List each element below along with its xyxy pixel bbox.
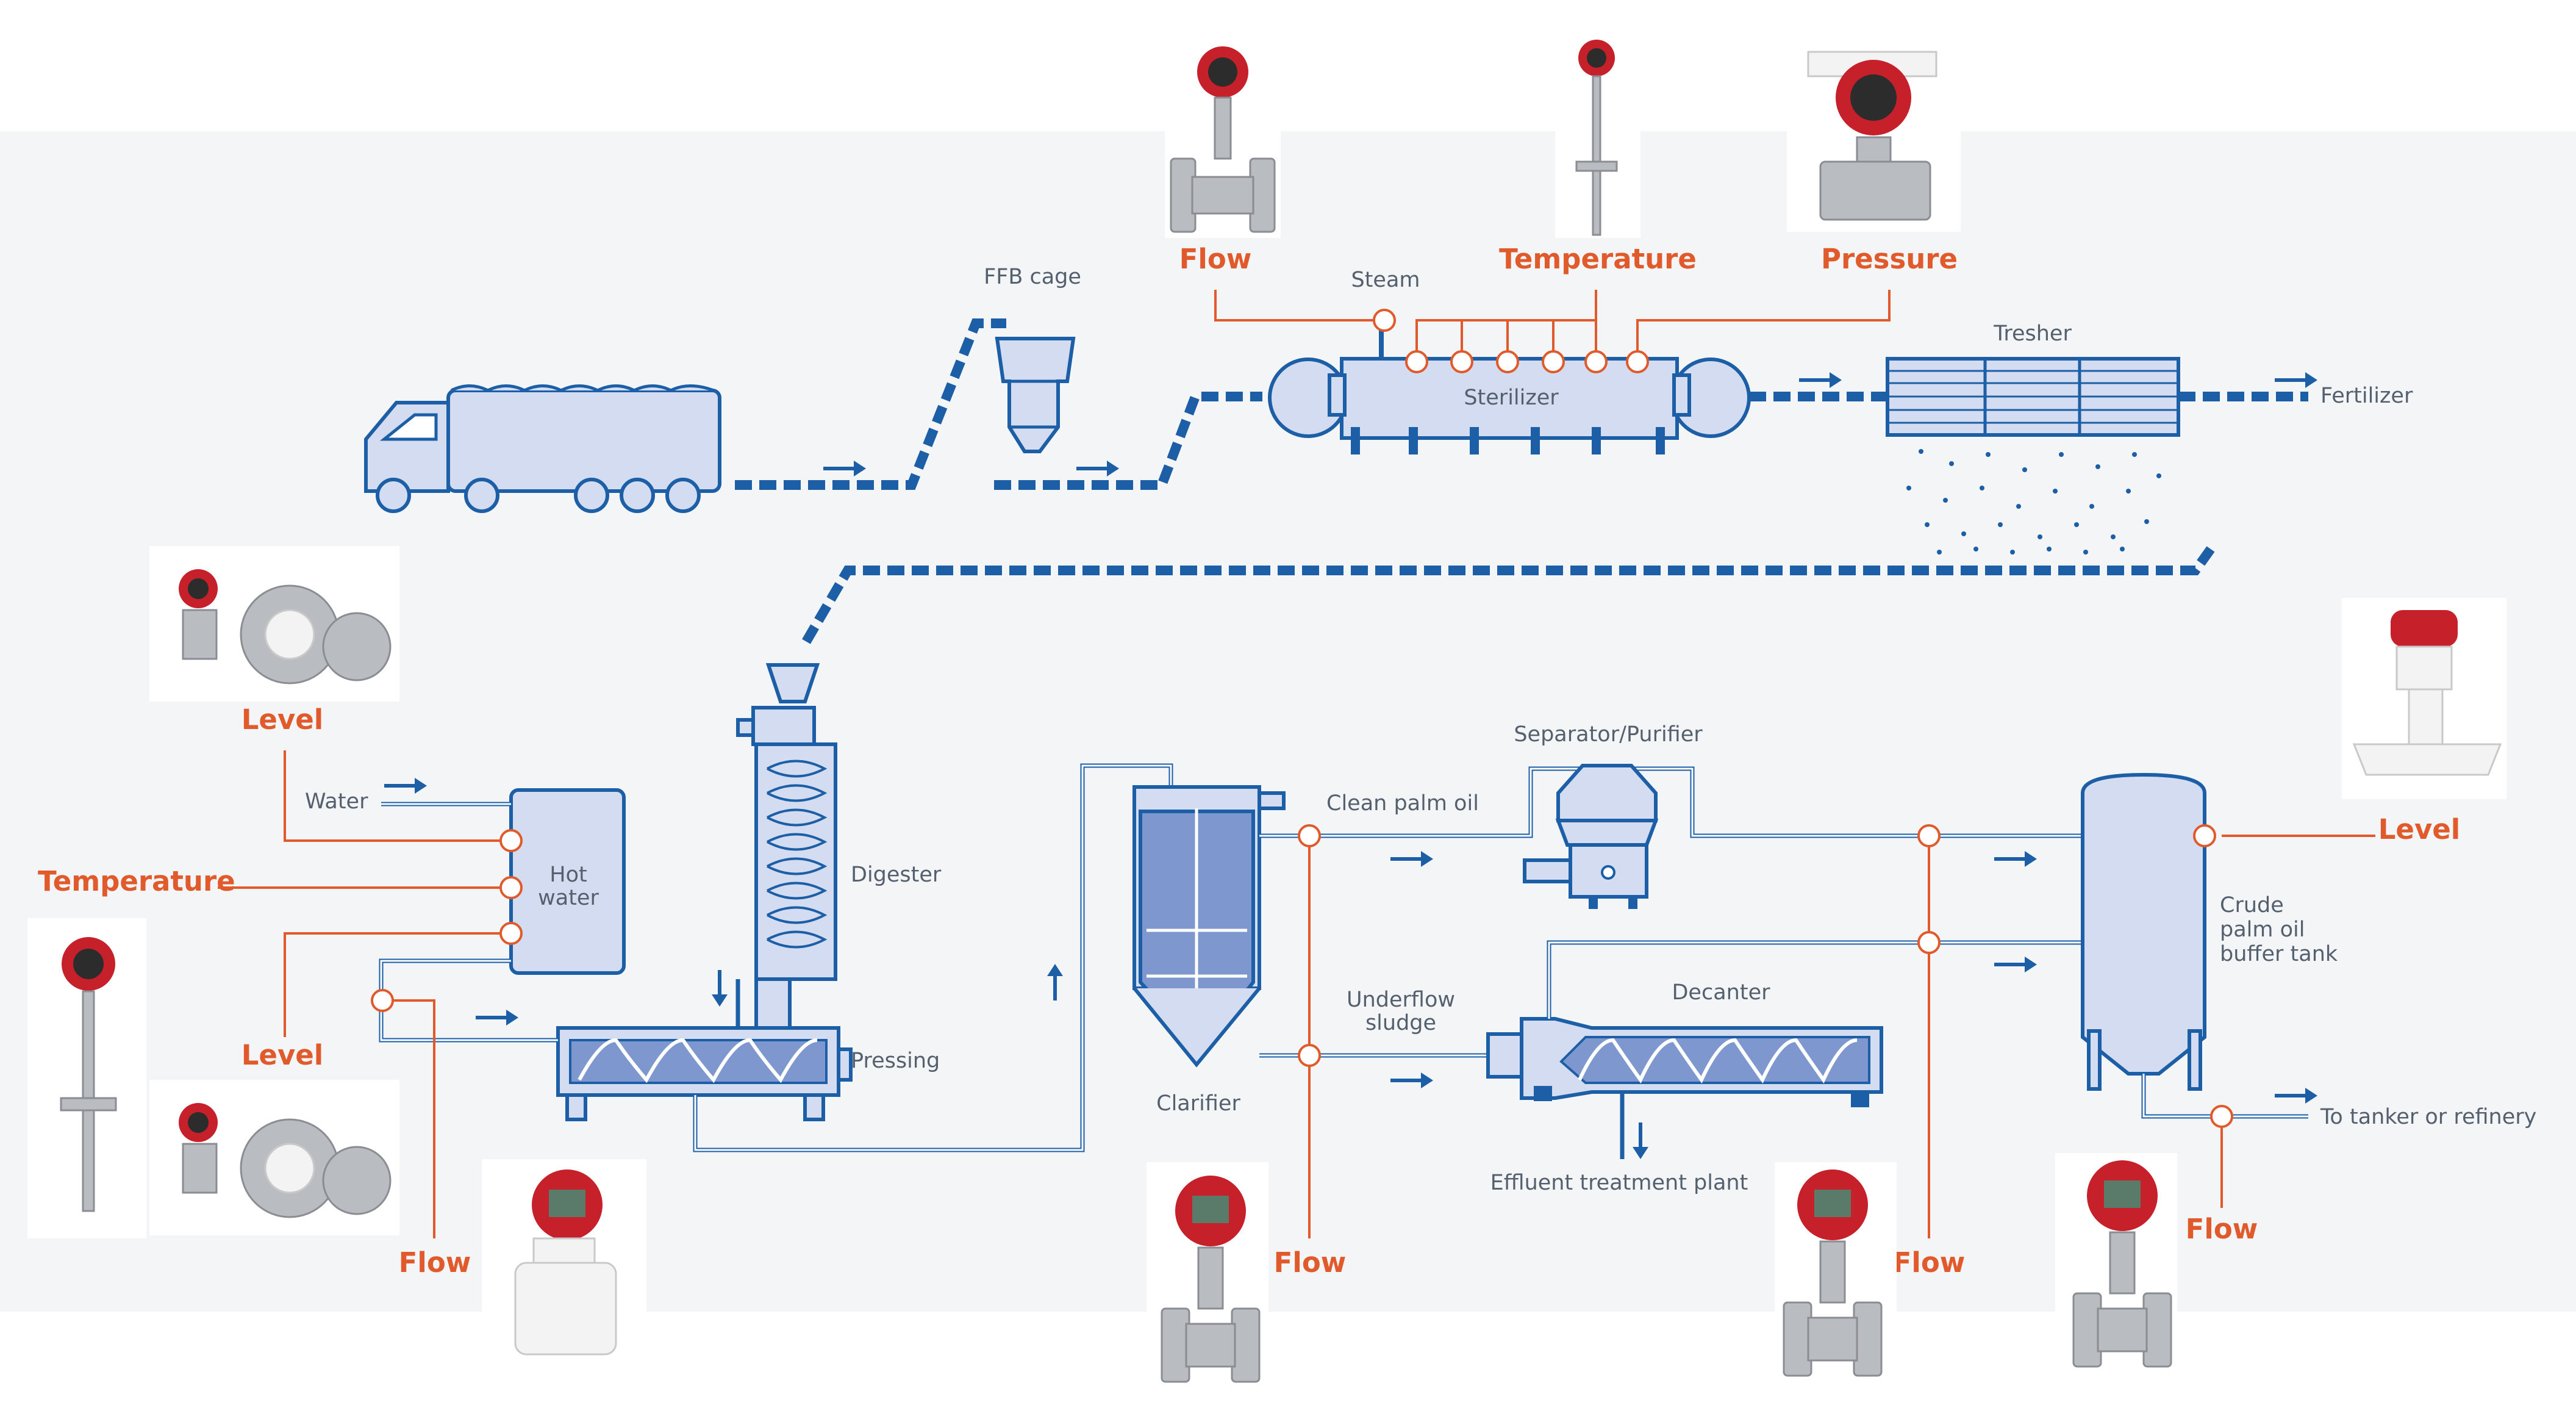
fertilizer-label: Fertilizer	[2320, 384, 2413, 408]
pressure-top-label: Pressure	[1821, 243, 1958, 275]
pressing-label: Pressing	[851, 1049, 940, 1073]
clarifier-tank	[1132, 785, 1286, 1068]
temperature-sensor-icon	[1555, 31, 1640, 238]
steam-label: Steam	[1351, 268, 1420, 292]
temperature-left-label: Temperature	[38, 865, 235, 897]
flow-bottom-3-label: Flow	[1893, 1246, 1966, 1279]
digester-label: Digester	[851, 863, 942, 887]
effluent-label: Effluent treatment plant	[1490, 1171, 1748, 1195]
falling-fruit-dots	[1906, 449, 2161, 555]
water-label: Water	[305, 789, 368, 814]
flow-bottom-2-label: Flow	[1274, 1246, 1347, 1279]
crude-palm-oil-buffer-tank	[2081, 772, 2206, 1091]
tresher-drum	[1886, 357, 2180, 437]
underflow-label-1: Underflow	[1347, 988, 1455, 1012]
flow-meter-icon	[1775, 1162, 1897, 1385]
flow-bottom-1-label: Flow	[399, 1246, 471, 1279]
sterilizer-vessel	[1268, 317, 1751, 454]
temperature-sensor-icon	[27, 918, 146, 1238]
clarifier-label: Clarifier	[1156, 1091, 1240, 1116]
tresher-label: Tresher	[1993, 322, 2072, 346]
level-lower-left-label: Level	[242, 1039, 323, 1071]
screw-press	[556, 1026, 853, 1121]
clean-palm-oil-label: Clean palm oil	[1326, 791, 1479, 816]
ffb-cage-hopper	[995, 337, 1076, 453]
decanter	[1486, 1017, 1883, 1159]
truck-icon	[364, 384, 721, 513]
flow-bottom-4-label: Flow	[2186, 1213, 2258, 1245]
electromagnetic-flowmeter-icon	[482, 1159, 646, 1360]
tanker-label: To tanker or refinery	[2320, 1105, 2536, 1129]
hot-water-label-1: Hot	[549, 863, 587, 887]
conveyor-truck-to-cage	[735, 318, 1006, 490]
buffer-tank-label-1: Crude	[2220, 893, 2284, 918]
buffer-tank-label-2: palm oil	[2220, 918, 2305, 942]
separator-label: Separator/Purifier	[1514, 722, 1703, 747]
flow-meter-icon	[1147, 1162, 1268, 1385]
conveyor-cage-to-sterilizer	[994, 392, 1262, 490]
underflow-label-2: sludge	[1365, 1011, 1436, 1035]
buffer-tank-label-3: buffer tank	[2220, 942, 2338, 966]
flow-top-label: Flow	[1179, 243, 1252, 275]
separator-purifier	[1523, 764, 1659, 909]
hot-water-label-2: water	[538, 886, 599, 910]
level-right-label: Level	[2378, 813, 2460, 846]
decanter-label: Decanter	[1672, 980, 1770, 1005]
sterilizer-label: Sterilizer	[1464, 386, 1559, 410]
pressure-transmitter-icon	[1787, 43, 1961, 232]
flow-meter-icon	[2055, 1153, 2177, 1376]
conveyor-to-digester	[801, 546, 2215, 647]
ffb-cage-label: FFB cage	[984, 265, 1081, 289]
radar-level-icon	[2342, 598, 2506, 799]
level-transmitter-icon	[149, 1080, 399, 1235]
flow-arrows	[384, 372, 2317, 1159]
flow-meter-icon	[1165, 43, 1281, 238]
measurement-points	[371, 309, 2233, 1128]
digester-vessel	[736, 663, 837, 1030]
level-transmitter-icon	[149, 546, 399, 702]
level-upper-left-label: Level	[242, 703, 323, 736]
signal-lines	[218, 290, 2375, 1238]
temperature-top-label: Temperature	[1499, 243, 1697, 275]
